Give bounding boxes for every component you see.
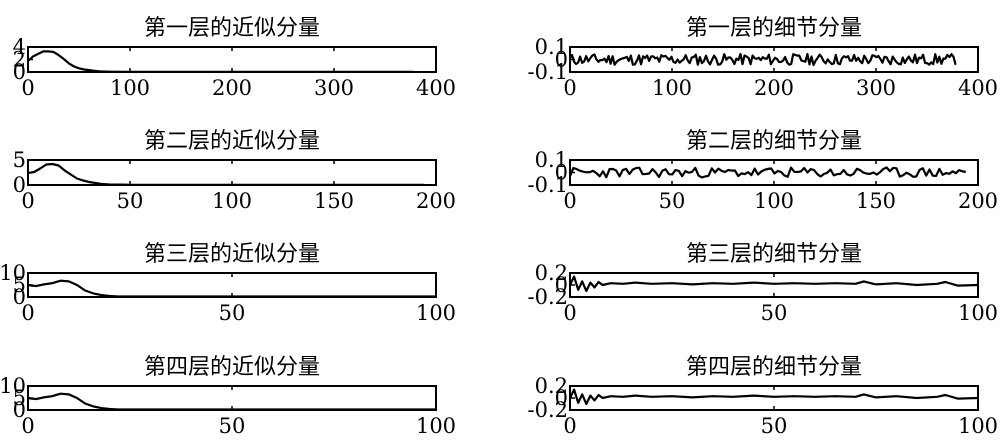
y-tick-label: 0 (555, 161, 568, 185)
x-tick-label: 100 (416, 414, 456, 438)
x-tick-label: 150 (314, 189, 354, 213)
x-tick-label: 0 (21, 301, 34, 325)
x-tick-label: 0 (563, 76, 576, 100)
x-tick-label: 400 (958, 76, 998, 100)
y-tick-label: 0 (555, 386, 568, 410)
x-tick-label: 50 (761, 301, 788, 325)
x-tick-label: 0 (563, 189, 576, 213)
x-tick-label: 100 (416, 301, 456, 325)
y-tick-label: -0.2 (528, 285, 569, 309)
y-tick-label: 0.1 (535, 148, 568, 172)
x-tick-label: 0 (563, 414, 576, 438)
x-tick-label: 0 (21, 76, 34, 100)
panel-title: 第四层的细节分量 (686, 355, 862, 380)
y-tick-label: 10 (0, 261, 26, 285)
panel-title: 第四层的近似分量 (144, 355, 320, 380)
x-tick-label: 300 (856, 76, 896, 100)
y-tick-label: 0.2 (535, 261, 568, 285)
x-tick-label: 200 (416, 189, 456, 213)
y-tick-label: -0.1 (528, 60, 569, 84)
panel-title: 第二层的细节分量 (686, 129, 862, 154)
series-line (27, 162, 424, 186)
x-tick-label: 100 (958, 301, 998, 325)
x-tick-label: 0 (563, 301, 576, 325)
y-tick-label: 0 (13, 398, 26, 422)
x-tick-label: 100 (754, 189, 794, 213)
y-tick-label: -0.2 (528, 398, 569, 422)
panel-title: 第三层的近似分量 (144, 242, 320, 267)
x-tick-label: 200 (958, 189, 998, 213)
y-tick-label: 0 (13, 173, 26, 197)
x-tick-label: 50 (117, 189, 144, 213)
x-tick-label: 50 (659, 189, 686, 213)
series-line (569, 52, 957, 67)
x-tick-label: 400 (416, 76, 456, 100)
y-tick-label: 4 (13, 35, 26, 59)
y-tick-label: 10 (0, 374, 26, 398)
y-tick-label: 0 (555, 273, 568, 297)
y-tick-label: 5 (13, 148, 26, 172)
x-tick-label: 200 (212, 76, 252, 100)
panel-title: 第一层的近似分量 (144, 16, 320, 41)
x-tick-label: 100 (212, 189, 252, 213)
y-tick-label: 0 (13, 285, 26, 309)
panel-title: 第二层的近似分量 (144, 129, 320, 154)
y-tick-label: 0.2 (535, 374, 568, 398)
y-tick-label: 2 (13, 48, 26, 72)
x-tick-label: 300 (314, 76, 354, 100)
series-line (569, 388, 979, 406)
x-tick-label: 150 (856, 189, 896, 213)
x-tick-label: 50 (761, 414, 788, 438)
x-tick-label: 100 (652, 76, 692, 100)
y-tick-label: 0 (555, 48, 568, 72)
x-tick-label: 50 (219, 301, 246, 325)
y-tick-label: 5 (13, 386, 26, 410)
y-tick-label: -0.1 (528, 173, 569, 197)
panel-title: 第三层的细节分量 (686, 242, 862, 267)
x-tick-label: 0 (21, 414, 34, 438)
series-line (568, 166, 966, 179)
y-tick-label: 0 (13, 60, 26, 84)
series-line (27, 50, 414, 74)
y-tick-label: 5 (13, 273, 26, 297)
x-tick-label: 0 (21, 189, 34, 213)
x-tick-label: 100 (110, 76, 150, 100)
y-tick-label: 0.1 (535, 35, 568, 59)
panel-title: 第一层的细节分量 (686, 16, 862, 41)
x-tick-label: 200 (754, 76, 794, 100)
x-tick-label: 100 (958, 414, 998, 438)
x-tick-label: 50 (219, 414, 246, 438)
series-line (569, 275, 979, 293)
